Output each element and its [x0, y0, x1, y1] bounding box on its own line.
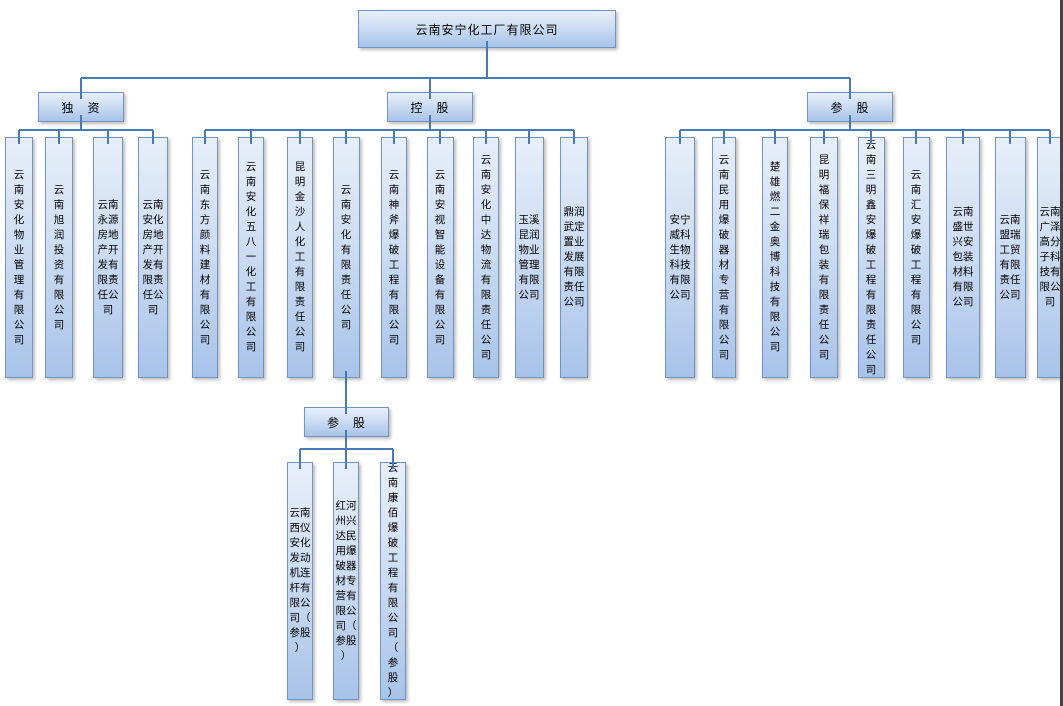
- company-box-0-2: 云南永源房地产开发有限责任公司: [93, 137, 123, 378]
- company-box-1-3-label: 云南安化有限责任公司: [340, 183, 352, 331]
- company-box-2-8: 云南广泽高分子科技有限公司: [1037, 137, 1063, 378]
- sub-child-drop-line-0: [299, 449, 301, 469]
- child-drop-line-2-2: [774, 130, 776, 144]
- company-box-1-0: 云南东方颜料建材有限公司: [192, 137, 218, 378]
- sub-stem-line: [345, 430, 347, 449]
- child-drop-line-2-1: [723, 130, 725, 144]
- top-bus-line: [81, 77, 850, 79]
- company-box-2-7-label: 云南盟瑞工贸有限责任公司: [999, 213, 1021, 301]
- company-box-1-4-label: 云南神斧爆破工程有限公司: [388, 168, 400, 346]
- company-box-1-2: 昆明金沙人化工有限责任公司: [287, 137, 313, 378]
- company-box-1-3: 云南安化有限责任公司: [332, 137, 360, 378]
- company-box-1-5-label: 云南安视智能设备有限公司: [434, 168, 446, 346]
- child-drop-line-1-6: [485, 130, 487, 144]
- company-box-1-8: 鼎润武定置业发展有限责任公司: [560, 137, 588, 378]
- group-bus-line-1: [205, 129, 574, 131]
- company-box-1-4: 云南神斧爆破工程有限公司: [381, 137, 407, 378]
- child-drop-line-0-2: [107, 130, 109, 144]
- sub-company-box-0: 云南西仪安化发动机连杆有限公司（参股）: [287, 462, 313, 700]
- company-box-0-1: 云南旭润投资有限公司: [45, 137, 73, 378]
- screen-edge: [1060, 0, 1063, 706]
- company-box-1-6-label: 云南安化中达物流有限责任公司: [480, 153, 492, 361]
- child-drop-line-2-4: [870, 130, 872, 144]
- child-drop-line-2-7: [1009, 130, 1011, 144]
- company-box-0-0: 云南安化物业管理有限公司: [5, 137, 33, 378]
- company-box-2-2-label: 楚雄燃二金奥博科技有限公司: [769, 161, 781, 353]
- company-box-1-0-label: 云南东方颜料建材有限公司: [199, 168, 211, 346]
- sub-branch-box-label: 参 股: [326, 415, 366, 430]
- child-drop-line-2-8: [1049, 130, 1051, 144]
- company-box-0-3-label: 云南安化房地产开发有限责任公司: [142, 198, 164, 316]
- company-box-0-1-label: 云南旭润投资有限公司: [53, 183, 65, 331]
- branch-stem-line-1: [429, 115, 431, 130]
- child-drop-line-2-3: [823, 130, 825, 144]
- company-box-2-0: 安宁威科生物科技有限公司: [665, 137, 695, 378]
- branch-drop-line-2: [849, 78, 851, 99]
- branch-box-1-label: 控 股: [410, 100, 450, 115]
- child-drop-line-2-0: [679, 130, 681, 144]
- company-box-1-7-label: 玉溪昆润物业管理有限公司: [518, 213, 540, 301]
- child-drop-line-0-1: [58, 130, 60, 144]
- company-box-2-1-label: 云南民用爆破器材专营有限公司: [718, 153, 730, 361]
- child-drop-line-0-3: [152, 130, 154, 144]
- child-drop-line-1-4: [393, 130, 395, 144]
- sub-company-box-1-label: 红河州兴达民用爆破器材专营有限公司（参股）: [335, 499, 357, 662]
- branch-stem-line-0: [80, 115, 82, 130]
- sub-child-drop-line-2: [392, 449, 394, 469]
- company-box-2-3: 昆明福保祥瑞包装有限责任公司: [810, 137, 838, 378]
- child-drop-line-1-8: [573, 130, 575, 144]
- child-drop-line-1-2: [299, 130, 301, 144]
- company-box-2-6-label: 云南盛世兴安包装材料有限公司: [952, 206, 974, 308]
- sub-child-drop-line-1: [345, 449, 347, 469]
- root-drop-line: [486, 41, 488, 78]
- company-box-2-3-label: 昆明福保祥瑞包装有限责任公司: [818, 153, 830, 361]
- company-box-2-4-label: 云南三明鑫安爆破工程有限责任公司: [865, 138, 877, 376]
- branch-drop-line-1: [429, 78, 431, 99]
- company-box-0-0-label: 云南安化物业管理有限公司: [13, 168, 25, 346]
- company-box-1-6: 云南安化中达物流有限责任公司: [473, 137, 499, 378]
- company-box-1-2-label: 昆明金沙人化工有限责任公司: [294, 161, 306, 353]
- child-drop-line-2-5: [915, 130, 917, 144]
- root-company-box-label: 云南安宁化工厂有限公司: [415, 22, 559, 37]
- company-box-2-1: 云南民用爆破器材专营有限公司: [712, 137, 736, 378]
- child-drop-line-0-0: [18, 130, 20, 144]
- company-box-2-6: 云南盛世兴安包装材料有限公司: [946, 137, 980, 378]
- branch-stem-line-2: [849, 115, 851, 130]
- company-box-2-5: 云南汇安爆破工程有限公司: [902, 137, 930, 378]
- child-drop-line-1-1: [250, 130, 252, 144]
- company-box-2-4: 云南三明鑫安爆破工程有限责任公司: [857, 137, 885, 378]
- branch-drop-line-0: [80, 78, 82, 99]
- child-drop-line-1-0: [204, 130, 206, 144]
- company-box-1-1: 云南安化五八一化工有限公司: [238, 137, 264, 378]
- company-box-0-3: 云南安化房地产开发有限责任公司: [138, 137, 168, 378]
- sub-company-box-0-label: 云南西仪安化发动机连杆有限公司（参股）: [289, 507, 311, 654]
- company-box-1-1-label: 云南安化五八一化工有限公司: [245, 161, 257, 353]
- child-drop-line-1-5: [439, 130, 441, 144]
- company-box-1-7: 玉溪昆润物业管理有限公司: [514, 137, 544, 378]
- group-bus-line-2: [680, 129, 1050, 131]
- sub-company-box-2-label: 云南康佰爆破工程有限公司（参股）: [387, 462, 399, 699]
- company-box-2-8-label: 云南广泽高分子科技有限公司: [1039, 206, 1061, 308]
- company-box-1-8-label: 鼎润武定置业发展有限责任公司: [563, 206, 585, 308]
- child-drop-line-1-7: [528, 130, 530, 144]
- company-box-1-5: 云南安视智能设备有限公司: [426, 137, 454, 378]
- company-box-0-2-label: 云南永源房地产开发有限责任公司: [97, 198, 119, 316]
- company-box-2-5-label: 云南汇安爆破工程有限公司: [910, 168, 922, 346]
- child-drop-line-2-6: [962, 130, 964, 144]
- company-box-2-2: 楚雄燃二金奥博科技有限公司: [762, 137, 788, 378]
- child-drop-line-1-3: [345, 130, 347, 144]
- sub-parent-line: [345, 371, 347, 414]
- company-box-2-0-label: 安宁威科生物科技有限公司: [669, 213, 691, 301]
- group-bus-line-0: [19, 129, 153, 131]
- branch-box-0-label: 独 资: [61, 100, 101, 115]
- branch-box-2-label: 参 股: [830, 100, 870, 115]
- company-box-2-7: 云南盟瑞工贸有限责任公司: [994, 137, 1026, 378]
- sub-company-box-2: 云南康佰爆破工程有限公司（参股）: [380, 462, 406, 700]
- sub-company-box-1: 红河州兴达民用爆破器材专营有限公司（参股）: [333, 462, 359, 700]
